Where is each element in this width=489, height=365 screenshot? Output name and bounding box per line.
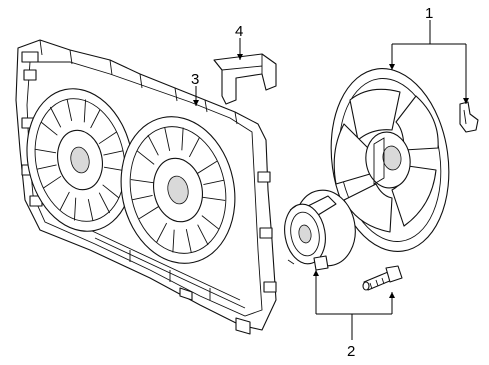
- fan-shroud: [15, 39, 277, 335]
- callout-2-label: 2: [347, 343, 355, 360]
- callout-1-label: 1: [425, 5, 433, 22]
- fan-motor: [284, 189, 356, 271]
- leader-lines: [193, 20, 469, 340]
- callout-3-label: 3: [191, 71, 199, 88]
- fan-blade: [330, 67, 450, 253]
- retainer-clip: [459, 101, 479, 133]
- callout-4-label: 4: [235, 23, 243, 40]
- mounting-bolt: [362, 265, 403, 291]
- mounting-bracket: [213, 53, 277, 105]
